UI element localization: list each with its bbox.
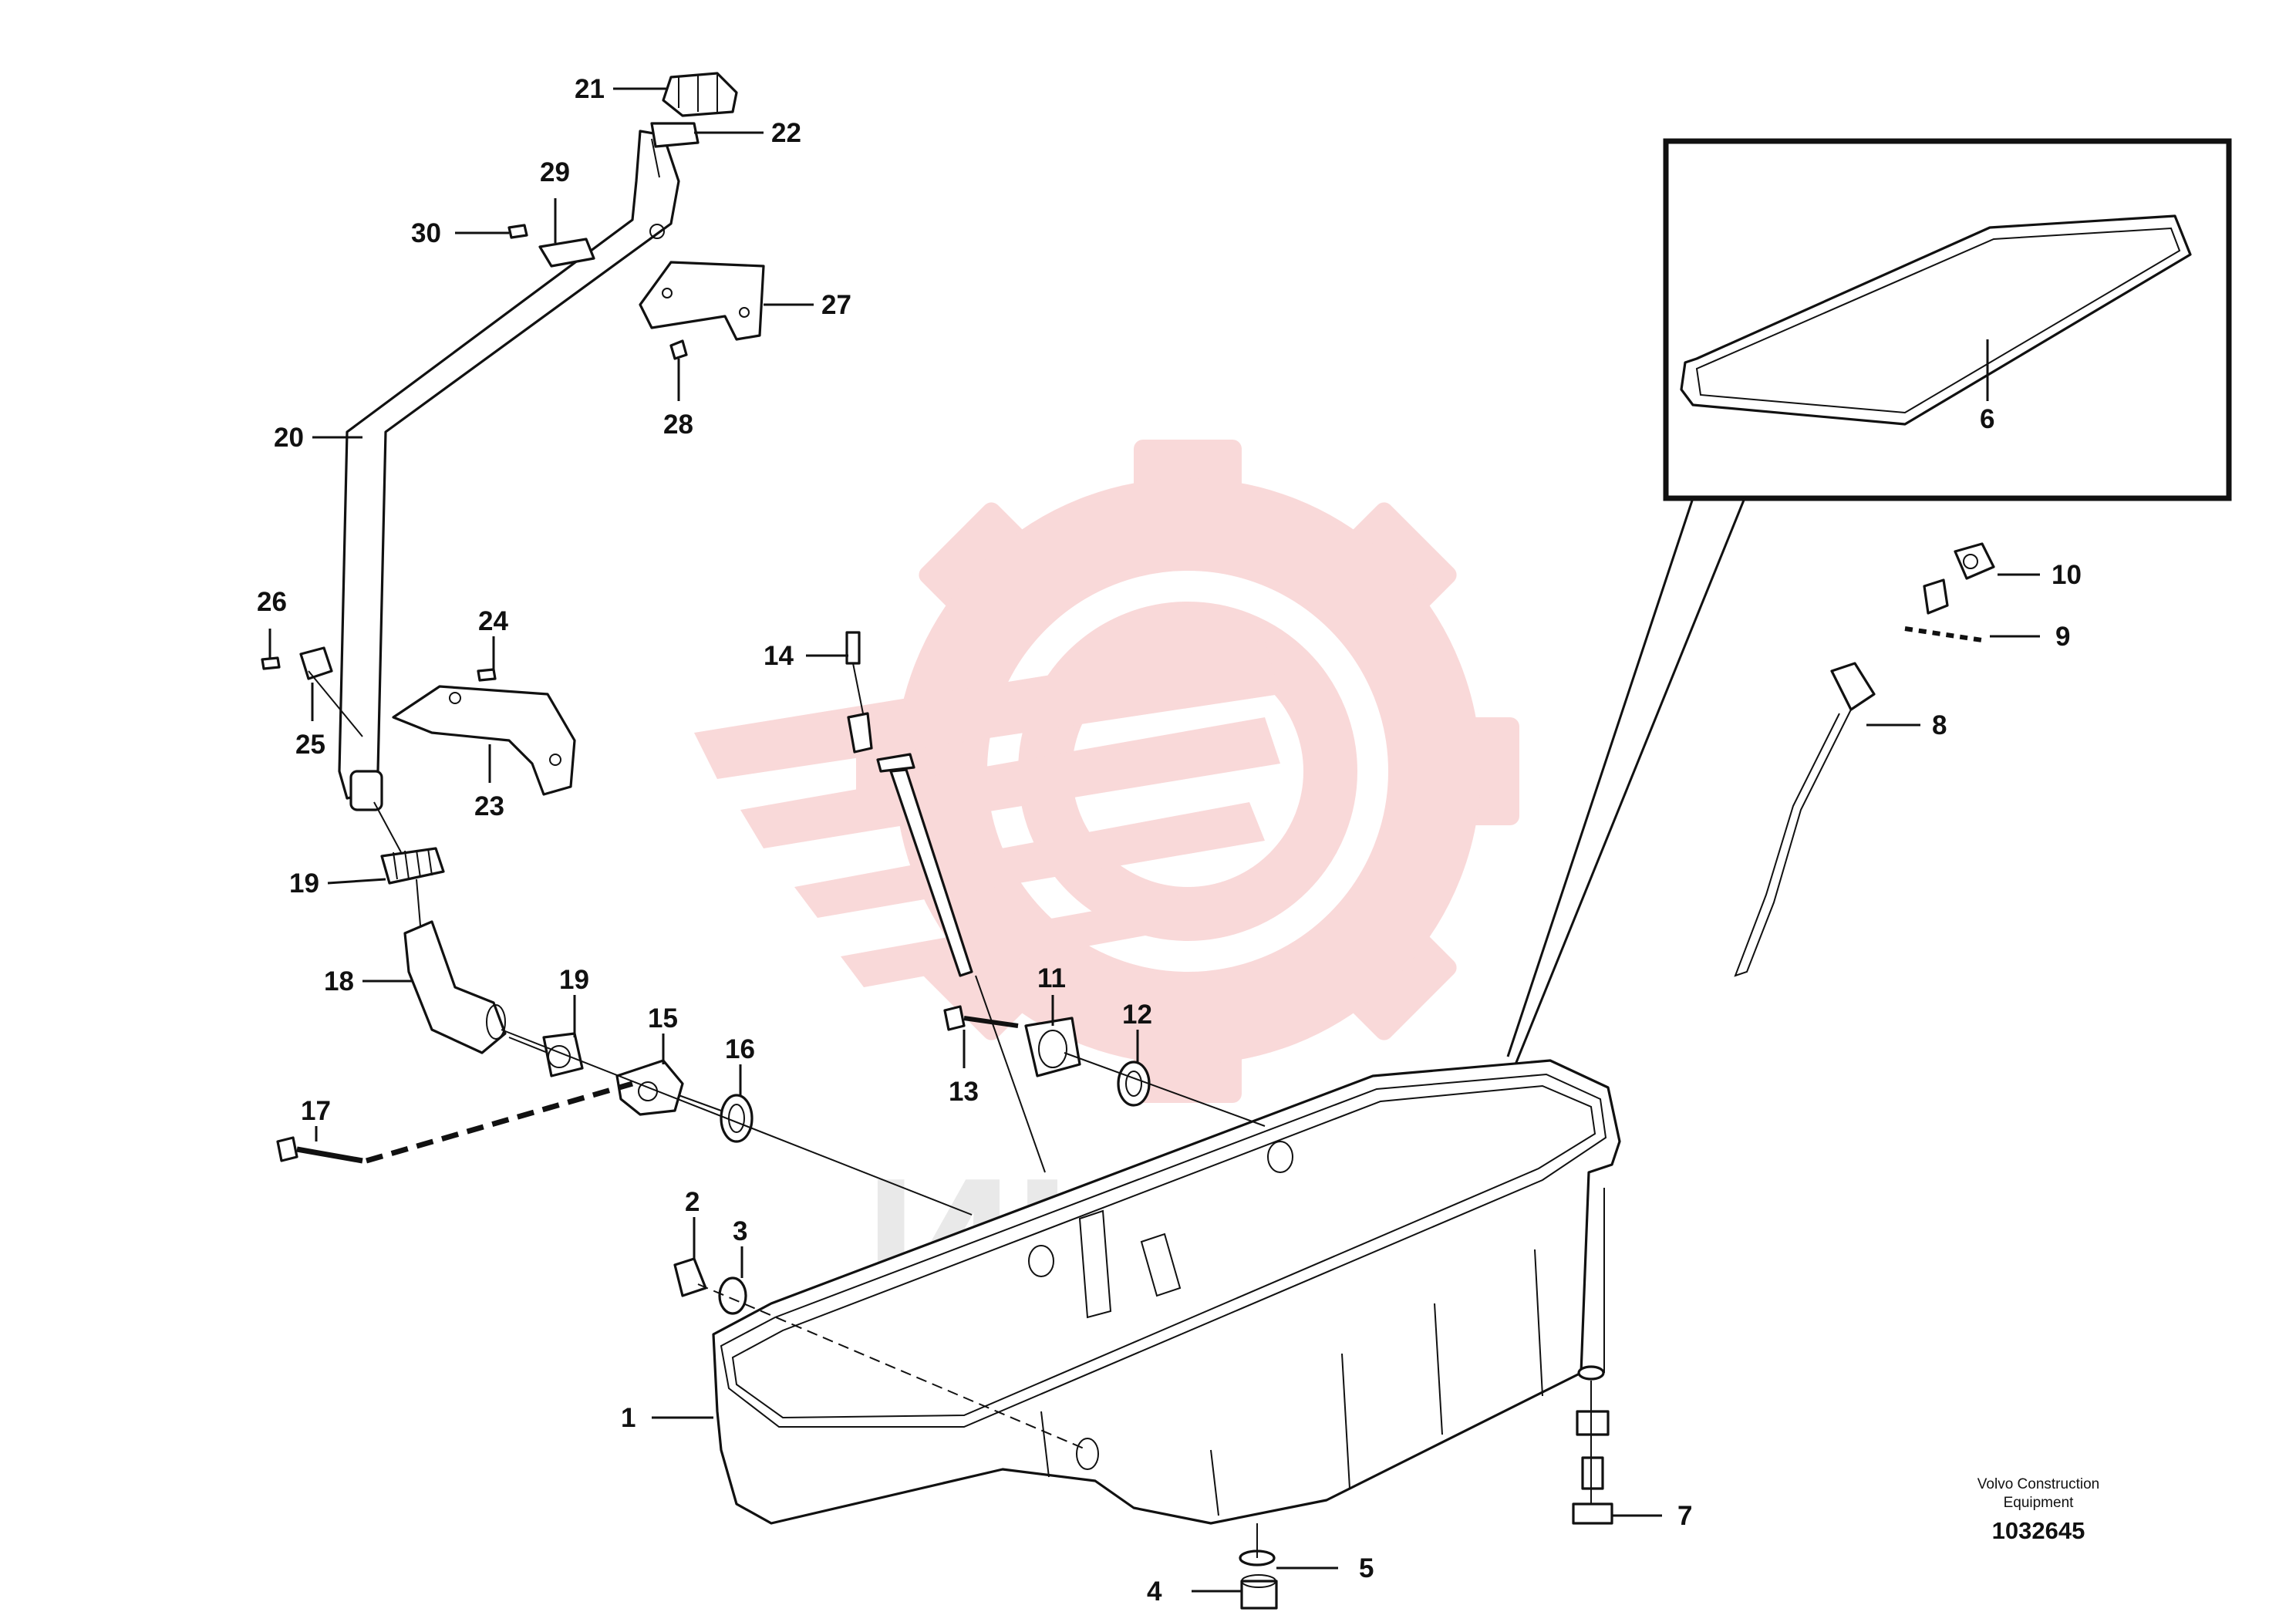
bushing-11	[1024, 1017, 1081, 1077]
drawing-number: 1032645	[1992, 1517, 2085, 1544]
callout-30: 30	[411, 218, 441, 248]
callout-5: 5	[1359, 1553, 1374, 1583]
callout-11: 11	[1037, 963, 1066, 993]
clamp-29	[507, 224, 595, 268]
bracket-23	[392, 668, 576, 796]
hose-clamp-19-upper	[380, 847, 445, 885]
oil-pan	[712, 1059, 1621, 1525]
screw-17	[276, 1136, 363, 1164]
callout-labels: 1 2 3 4 5 6 7 8 9 10 11 12 13 14 15 16 1…	[257, 74, 2082, 1607]
callout-27: 27	[821, 290, 851, 320]
callout-19-lower: 19	[559, 965, 589, 995]
manufacturer-label: Volvo Construction	[1977, 1476, 2099, 1492]
assembly-lines	[308, 670, 1605, 1558]
callout-23: 23	[474, 791, 504, 821]
dipstick-14	[845, 631, 973, 977]
title-block: Volvo Construction Equipment 1032645	[1977, 1476, 2099, 1544]
callout-18: 18	[324, 966, 354, 996]
washer-12	[1117, 1061, 1151, 1107]
clip-25-26	[261, 646, 333, 680]
callout-26: 26	[257, 587, 287, 617]
callout-24: 24	[478, 606, 508, 636]
bracket-27	[639, 261, 765, 360]
drain-plug-4-5	[1239, 1549, 1278, 1610]
hose-18	[403, 920, 507, 1054]
callout-3: 3	[733, 1216, 747, 1246]
callout-12: 12	[1122, 1000, 1152, 1030]
oil-pan-gasket-icon	[1680, 214, 2192, 426]
callout-20: 20	[274, 423, 304, 453]
callout-17: 17	[301, 1096, 331, 1126]
callout-21: 21	[575, 74, 605, 104]
callout-29: 29	[540, 157, 570, 187]
gasket-inset-box	[1506, 138, 2232, 1065]
filler-cap	[650, 72, 738, 148]
callout-1: 1	[621, 1403, 636, 1433]
callout-14: 14	[764, 641, 794, 671]
callout-6: 6	[1980, 404, 1994, 434]
callout-9: 9	[2055, 622, 2070, 652]
callout-13: 13	[949, 1077, 979, 1107]
watermark-gear-logo	[694, 440, 1519, 1103]
callout-7: 7	[1677, 1501, 1692, 1531]
callout-10: 10	[2052, 560, 2082, 590]
sensor-8-10	[1734, 542, 1995, 977]
sensor-plug-7	[1572, 1365, 1613, 1525]
callout-leaders	[268, 87, 2040, 1593]
callout-28: 28	[663, 410, 693, 440]
manufacturer-label-line2: Equipment	[2004, 1495, 2075, 1511]
callout-2: 2	[685, 1187, 700, 1217]
callout-19-upper: 19	[289, 868, 319, 899]
callout-4: 4	[1147, 1576, 1162, 1607]
oil-filler-tube	[338, 130, 680, 811]
callout-8: 8	[1932, 710, 1947, 740]
callout-22: 22	[771, 118, 801, 148]
callout-16: 16	[725, 1034, 755, 1064]
screw-13	[943, 1005, 1019, 1031]
callout-15: 15	[648, 1003, 678, 1034]
drain-plug-2-3	[673, 1257, 747, 1315]
callout-25: 25	[295, 730, 325, 760]
